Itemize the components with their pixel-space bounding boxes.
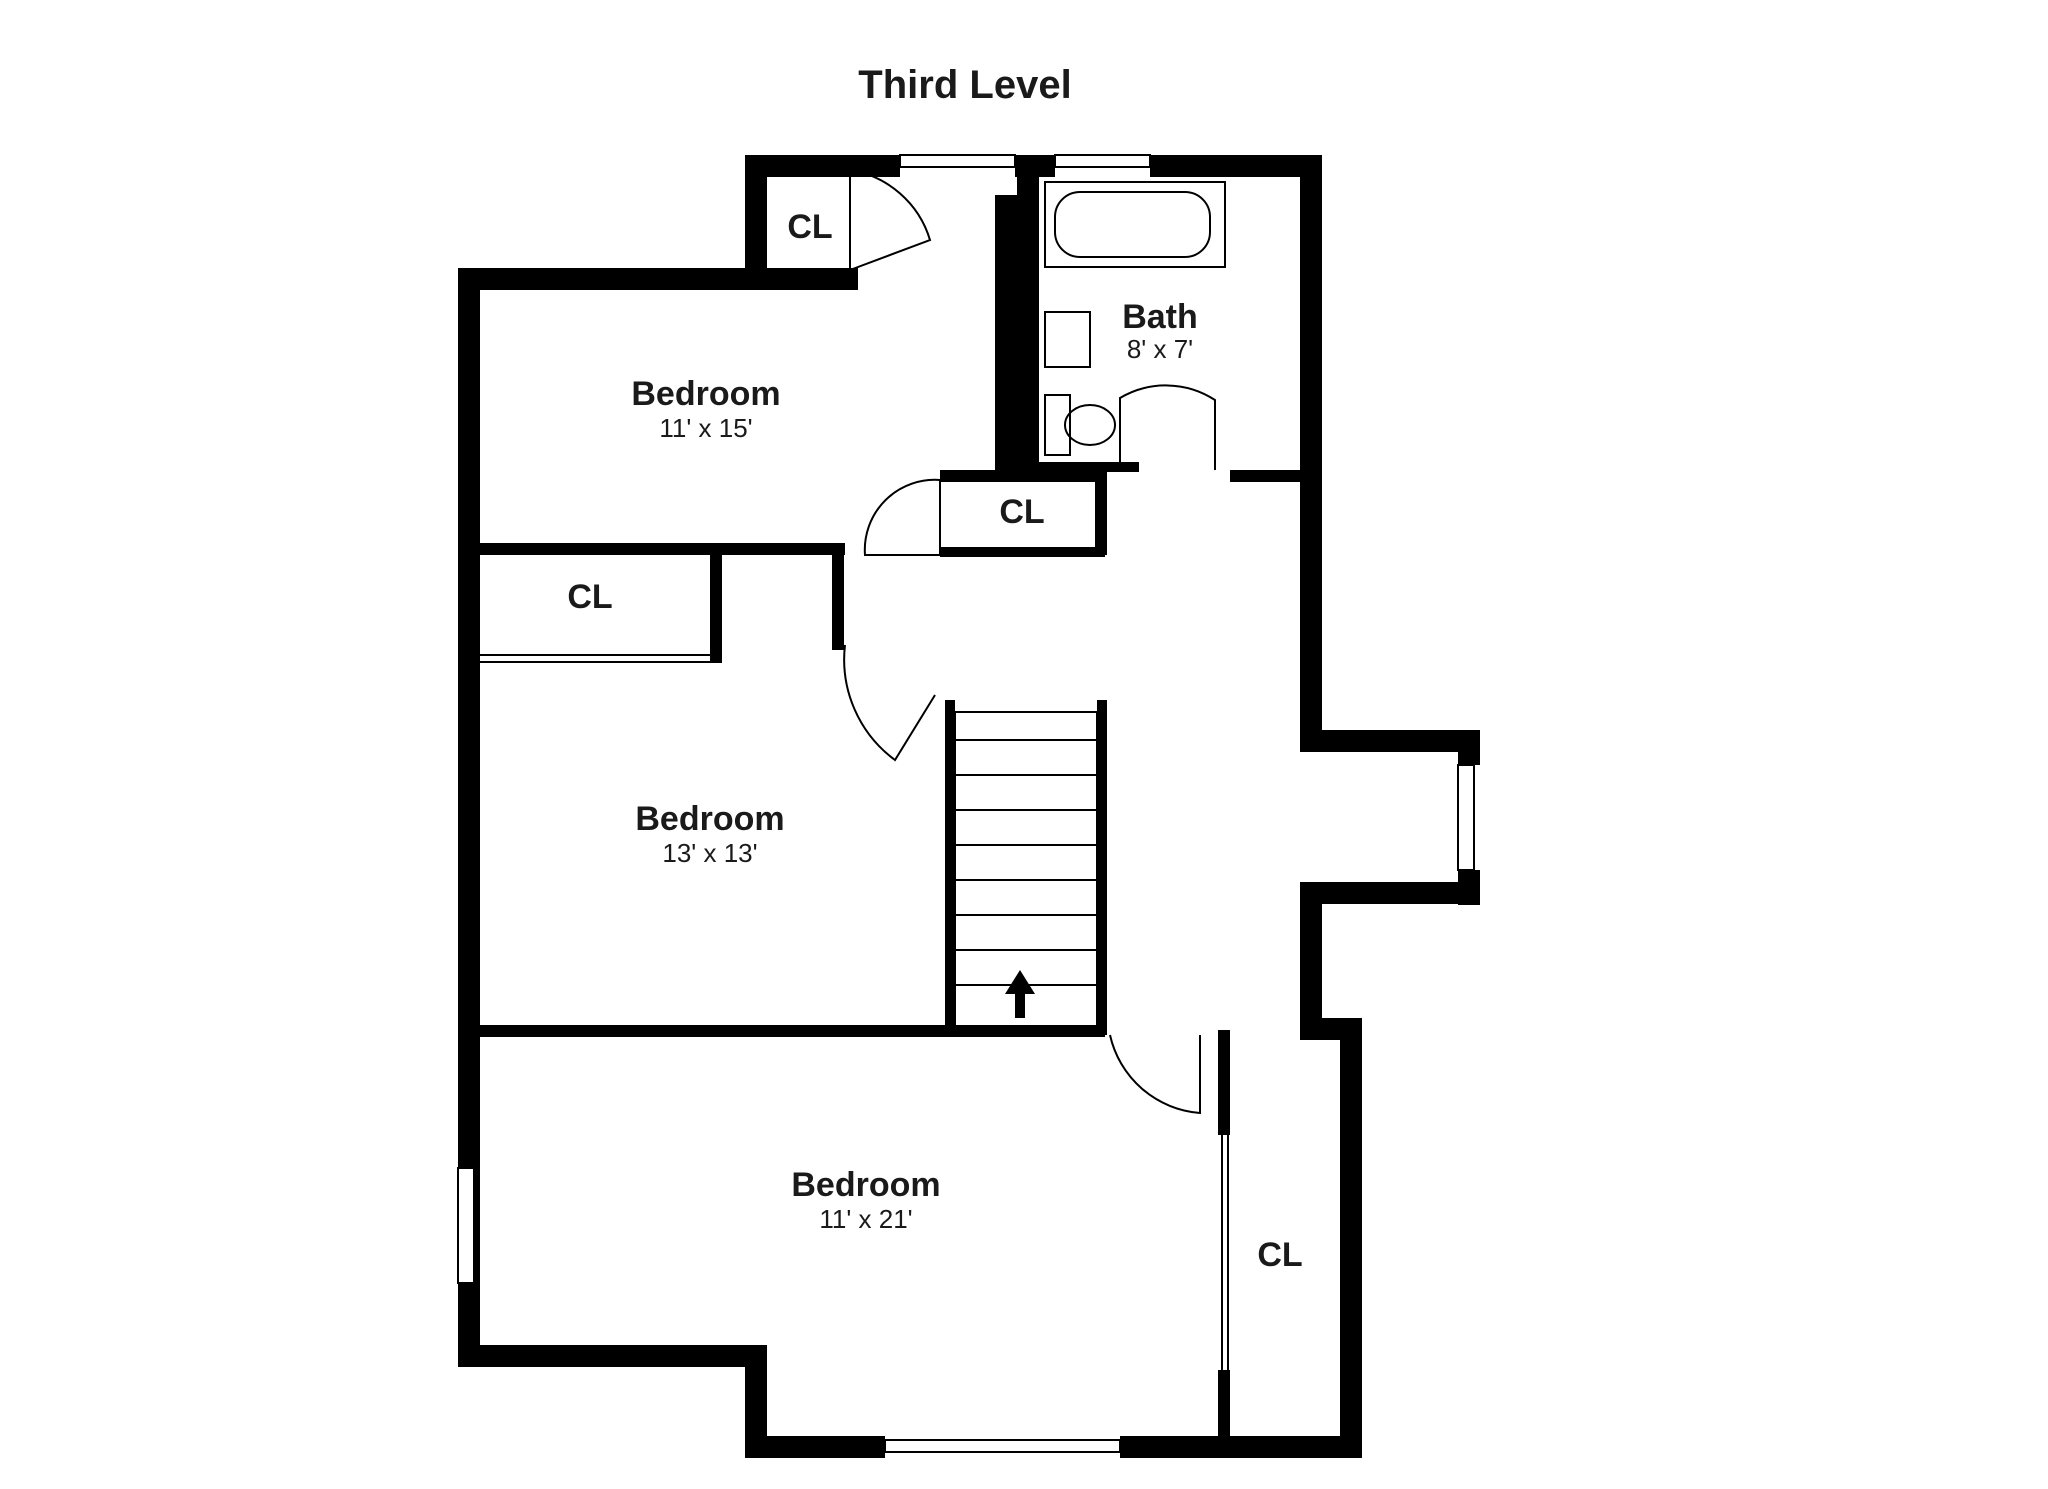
window-bottom <box>884 1439 1121 1453</box>
sink <box>1044 311 1091 368</box>
exterior-walls <box>458 155 1480 1458</box>
room-upper-bedroom: Bedroom 11' x 15' <box>631 375 780 443</box>
room-name: Bedroom <box>635 800 784 838</box>
window-top-right <box>1054 154 1151 168</box>
interior-walls <box>480 155 1320 1440</box>
room-dimensions: 11' x 15' <box>659 413 752 443</box>
room-middle-bedroom: Bedroom 13' x 13' <box>635 800 784 868</box>
room-dimensions: 11' x 21' <box>819 1204 912 1234</box>
closet-label-lower-right: CL <box>1257 1236 1302 1274</box>
toilet <box>1044 394 1071 456</box>
closet-label-hall: CL <box>999 493 1044 531</box>
closet-label-middle: CL <box>567 578 612 616</box>
plan-title: Third Level <box>858 63 1071 107</box>
doors <box>480 168 1229 1370</box>
bath-fixtures <box>1044 181 1226 456</box>
bathtub <box>1044 181 1226 268</box>
room-dimensions: 13' x 13' <box>662 838 757 868</box>
window-right <box>1457 764 1475 871</box>
up-arrow-icon <box>1005 970 1035 1018</box>
room-name: Bedroom <box>631 375 780 413</box>
staircase <box>954 711 1098 1033</box>
closet-label-top: CL <box>787 208 832 246</box>
room-bath: Bath 8' x 7' <box>1122 298 1198 364</box>
room-dimensions: 8' x 7' <box>1127 334 1193 364</box>
room-name: Bedroom <box>791 1166 940 1204</box>
windows <box>457 154 1475 1453</box>
window-left <box>457 1167 475 1284</box>
window-top-left <box>899 154 1016 168</box>
room-name: Bath <box>1122 298 1198 336</box>
room-lower-bedroom: Bedroom 11' x 21' <box>791 1166 940 1234</box>
